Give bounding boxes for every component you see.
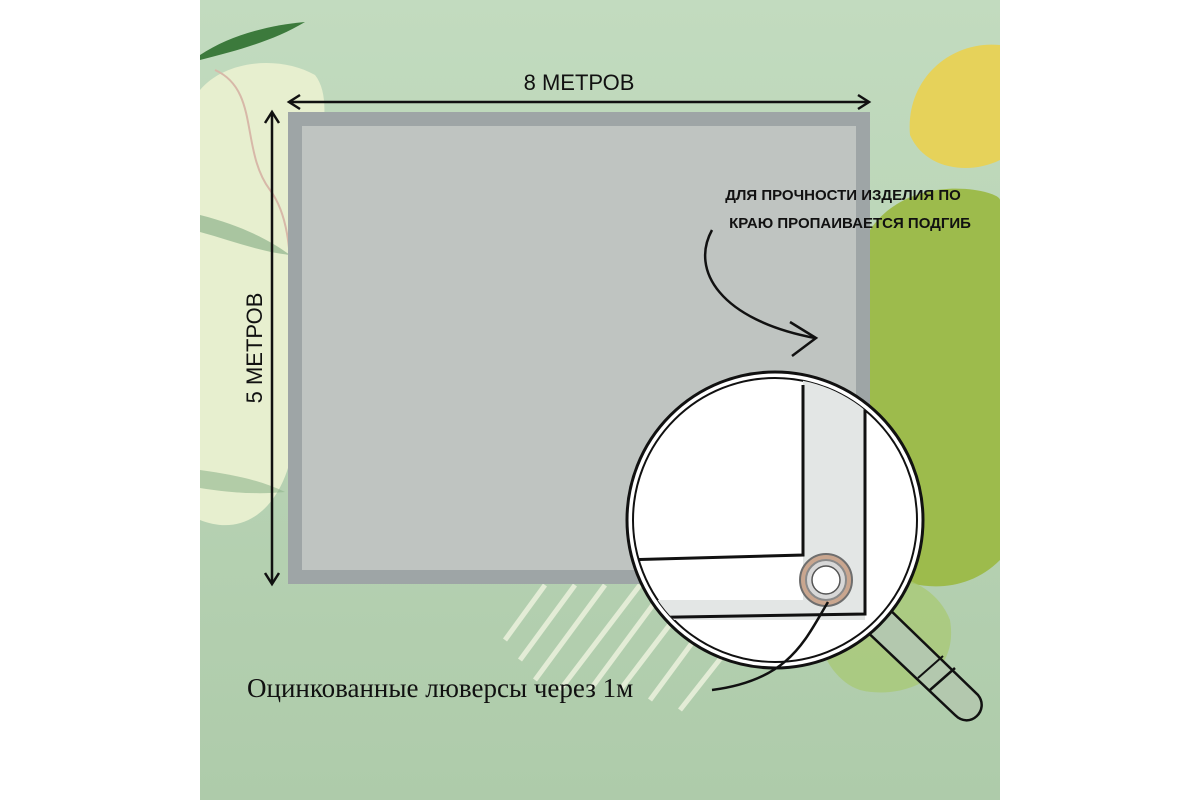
- yellow-shape: [909, 44, 1000, 168]
- magnifier-handle: [858, 603, 983, 722]
- aloe-leaf-decoration: [200, 215, 290, 255]
- leaf-decoration: [200, 22, 305, 60]
- grommet-caption: Оцинкованные люверсы через 1м: [247, 673, 633, 703]
- width-dimension-arrow: [286, 93, 872, 111]
- grommet-icon: [799, 553, 853, 607]
- hem-pointer-arrow: [703, 229, 819, 357]
- hem-note-line-2: КРАЮ ПРОПАИВАЕТСЯ ПОДГИБ: [729, 215, 971, 232]
- grommet-pointer: [711, 601, 830, 692]
- aloe-leaf-decoration-lower: [200, 470, 285, 494]
- hem-note-line-1: ДЛЯ ПРОЧНОСТИ ИЗДЕЛИЯ ПО: [725, 187, 961, 204]
- width-label: 8 МЕТРОВ: [524, 70, 635, 95]
- height-dimension-arrow: [263, 109, 281, 587]
- height-label: 5 МЕТРОВ: [242, 293, 267, 404]
